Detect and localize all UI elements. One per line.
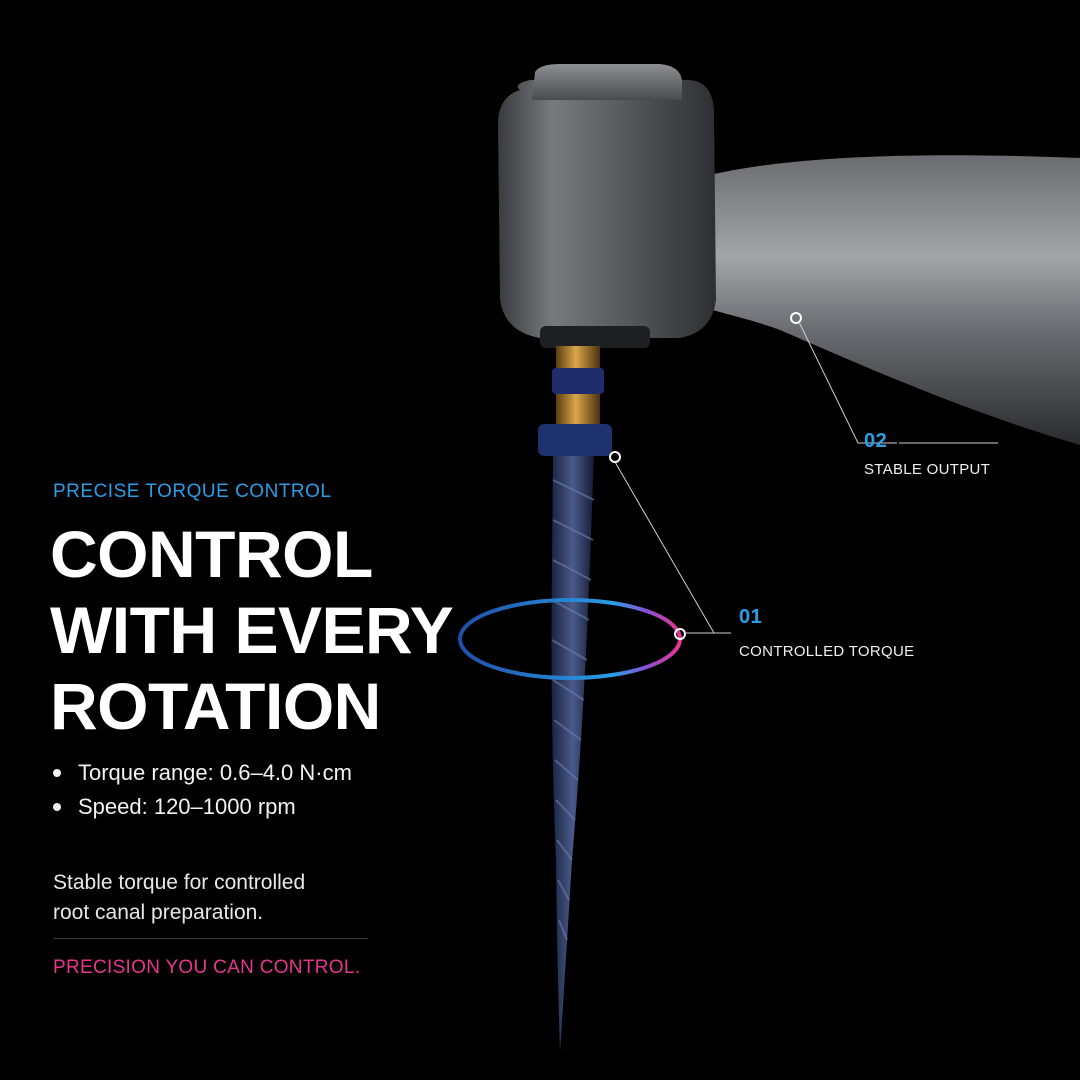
tagline: PRECISION YOU CAN CONTROL.: [53, 957, 361, 978]
description-line-1: Stable torque for controlled: [53, 871, 306, 894]
eyebrow-label: PRECISE TORQUE CONTROL: [53, 481, 332, 502]
description-line-2: root canal preparation.: [53, 901, 264, 924]
headline: CONTROL WITH EVERY ROTATION: [50, 516, 454, 744]
file-twist-lines: [551, 479, 595, 941]
handpiece-head: [498, 80, 716, 338]
callout-01-label: CONTROLLED TORQUE: [739, 643, 915, 660]
headline-line-2: WITH EVERY: [50, 593, 454, 667]
chuck-blue-band: [552, 368, 604, 394]
spec-item-torque: Torque range: 0.6–4.0 N·cm: [53, 756, 352, 790]
file-handle-collar: [538, 424, 612, 456]
chuck-gold-lower: [556, 394, 600, 424]
callout-01-number: 01: [739, 606, 763, 628]
description: Stable torque for controlled root canal …: [53, 868, 383, 928]
callout-02-number: 02: [864, 430, 888, 452]
callout-02-connector: [790, 312, 998, 444]
endodontic-file: [551, 456, 594, 1052]
head-collar: [540, 326, 650, 348]
handpiece-cap: [532, 64, 682, 100]
headline-line-1: CONTROL: [50, 517, 373, 591]
spec-list: Torque range: 0.6–4.0 N·cm Speed: 120–10…: [53, 756, 352, 824]
headline-line-3: ROTATION: [50, 669, 381, 743]
callout-02-label: STABLE OUTPUT: [864, 461, 991, 478]
divider: [53, 938, 368, 939]
spec-item-speed: Speed: 120–1000 rpm: [53, 790, 352, 824]
handpiece-neck: [690, 155, 1080, 445]
callout-01-connector: [609, 451, 731, 640]
chuck-gold-upper: [556, 346, 600, 370]
